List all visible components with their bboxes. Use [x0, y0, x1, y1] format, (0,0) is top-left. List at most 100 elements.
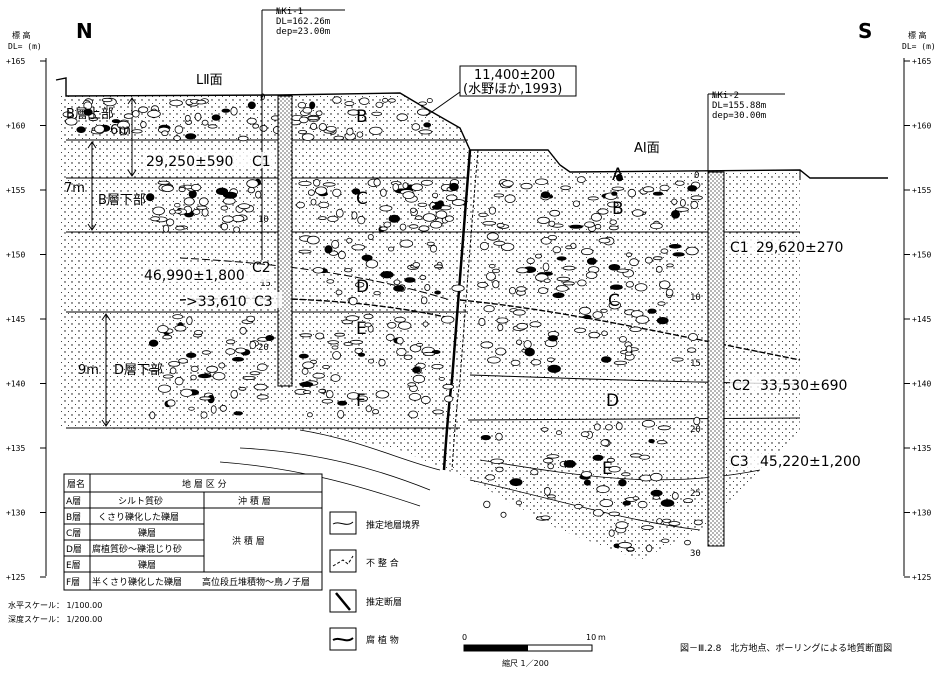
- gravel-clast: [563, 459, 576, 468]
- gravel-clast: [685, 246, 699, 256]
- borehole-2-dl: DL=155.88m: [712, 101, 766, 111]
- gravel-clast: [592, 508, 604, 517]
- gravel-clast: [185, 133, 197, 140]
- gravel-clast: [298, 353, 309, 359]
- gravel-clast: [601, 330, 608, 336]
- axis-header-unit: DL= (m): [8, 42, 42, 51]
- gravel-clast: [512, 309, 526, 316]
- gravel-clast: [552, 246, 562, 254]
- gravel-clast: [520, 182, 533, 190]
- age-right-c1-code: C1: [730, 240, 749, 256]
- gravel-clast: [549, 209, 561, 217]
- gravel-clast: [426, 98, 433, 104]
- gravel-clast: [375, 101, 384, 108]
- gravel-clast: [259, 124, 268, 132]
- gravel-clast: [414, 215, 423, 221]
- table-header-code: 層名: [67, 478, 85, 490]
- age-right-c1: 29,620±270: [756, 240, 843, 256]
- gravel-clast: [434, 290, 441, 295]
- gravel-clast: [423, 122, 432, 128]
- gravel-clast: [442, 383, 455, 390]
- gravel-clast: [168, 361, 181, 367]
- borehole-ki-2: №Ki-2 DL=155.88m dep=30.00m 0 10 15 20 2…: [690, 91, 785, 559]
- gravel-clast: [399, 239, 414, 248]
- gravel-clast: [671, 210, 681, 219]
- gravel-clast: [616, 173, 623, 182]
- gravel-clast: [431, 363, 444, 370]
- gravel-clast: [552, 292, 565, 299]
- gravel-clast: [584, 221, 595, 228]
- gravel-clast: [206, 365, 219, 373]
- table-row-desc: シルト質砂: [118, 495, 163, 507]
- gravel-clast: [368, 358, 375, 364]
- gravel-clast: [540, 515, 551, 521]
- gravel-clast: [322, 364, 331, 369]
- gravel-clast: [387, 321, 397, 329]
- gravel-clast: [523, 340, 532, 349]
- gravel-clast: [174, 324, 187, 332]
- layer-b-lower-label: B層下部: [98, 193, 146, 208]
- borehole-1-name: №Ki-1: [275, 7, 303, 17]
- gravel-clast: [327, 215, 339, 222]
- gravel-clast: [419, 274, 427, 280]
- gravel-clast: [665, 288, 674, 297]
- gravel-clast: [161, 130, 169, 137]
- gravel-clast: [373, 291, 381, 296]
- gravel-clast: [368, 126, 383, 135]
- gravel-clast: [417, 202, 428, 207]
- gravel-clast: [348, 296, 358, 306]
- gravel-clast: [483, 500, 491, 509]
- gravel-clast: [265, 334, 275, 341]
- gravel-clast: [247, 186, 255, 194]
- gravel-clast: [157, 384, 171, 393]
- gravel-clast: [615, 422, 623, 431]
- gravel-clast: [225, 348, 236, 355]
- gravel-clast: [199, 197, 209, 207]
- gravel-clast: [332, 351, 342, 360]
- gravel-clast: [492, 280, 500, 289]
- gravel-clast: [326, 279, 335, 284]
- gravel-clast: [650, 222, 663, 230]
- gravel-clast: [608, 225, 619, 231]
- gravel-clast: [504, 194, 516, 204]
- borehole-1-depth-20: 20: [258, 343, 269, 353]
- gravel-clast: [618, 336, 627, 343]
- borehole-2-depth-0: 0: [694, 171, 699, 181]
- age-right-c2: 33,530±690: [760, 378, 847, 394]
- gravel-clast: [540, 191, 551, 199]
- gravel-clast: [529, 321, 542, 328]
- gravel-clast: [168, 209, 176, 215]
- gravel-clast: [548, 335, 559, 342]
- gravel-clast: [394, 316, 406, 323]
- gravel-clast: [680, 198, 686, 207]
- gravel-clast: [161, 184, 174, 192]
- gravel-clast: [173, 135, 181, 142]
- gravel-clast: [516, 286, 527, 292]
- gravel-clast: [491, 268, 500, 274]
- gravel-clast: [190, 183, 202, 191]
- gravel-clast: [210, 405, 217, 414]
- gravel-clast: [351, 211, 358, 220]
- gravel-clast: [365, 259, 379, 269]
- axis-tick-label-right: +145: [912, 315, 931, 324]
- gravel-clast: [515, 339, 523, 345]
- gravel-clast: [367, 233, 374, 240]
- gravel-clast: [583, 314, 592, 320]
- gravel-clast: [441, 315, 455, 324]
- gravel-clast: [312, 267, 324, 274]
- layer-b-upper-label: B層上部: [66, 107, 114, 122]
- borehole-1-depth-0: 0: [260, 93, 265, 103]
- gravel-clast: [306, 235, 320, 245]
- gravel-clast: [660, 499, 675, 507]
- table-row-desc: くさり礫化した礫層: [98, 511, 179, 523]
- gravel-clast: [629, 326, 642, 332]
- layer-letter-e-right: E: [602, 459, 613, 479]
- axis-tick-label-left: +130: [6, 509, 25, 518]
- gravel-clast: [148, 367, 160, 372]
- gravel-clast: [537, 216, 550, 224]
- gravel-clast: [418, 129, 433, 135]
- gravel-clast: [396, 347, 407, 356]
- age-left-c1-code: C1: [252, 154, 271, 170]
- gravel-clast: [337, 250, 346, 260]
- gravel-clast: [486, 232, 499, 241]
